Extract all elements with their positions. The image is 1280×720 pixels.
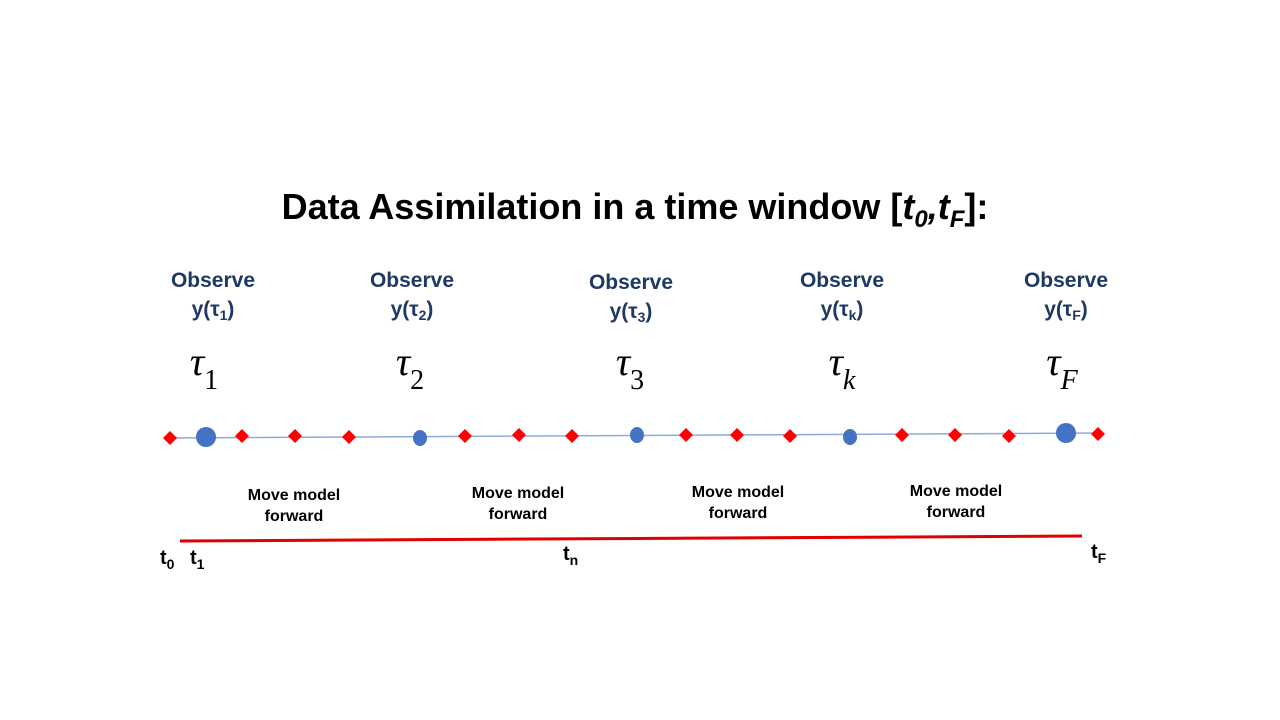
diagram-title: Data Assimilation in a time window [t0,t… [281, 186, 989, 233]
observation-marker-3 [630, 427, 644, 443]
model-step-marker [235, 429, 249, 443]
model-step-marker [512, 428, 526, 442]
time-window-line [179, 534, 1083, 543]
time-label-tf: tF [1091, 541, 1107, 566]
model-step-marker [679, 428, 693, 442]
model-step-marker [458, 429, 472, 443]
model-step-marker [730, 428, 744, 442]
observation-marker-f [1056, 423, 1076, 443]
time-label-tn: tn [563, 543, 579, 568]
tau-3-symbol: τ3 [615, 339, 645, 396]
model-step-marker [783, 429, 797, 443]
tau-1-symbol: τ1 [189, 339, 219, 396]
tau-f-symbol: τF [1046, 339, 1078, 396]
tau-2-symbol: τ2 [395, 339, 425, 396]
observe-label-f: Observe y(τF) [1023, 269, 1109, 323]
model-step-marker [288, 429, 302, 443]
model-step-marker [895, 428, 909, 442]
observe-label-2: Observe y(τ2) [369, 269, 455, 323]
observation-marker-1 [196, 427, 216, 447]
observe-label-k: Observe y(τk) [799, 269, 885, 323]
model-step-marker [163, 431, 177, 445]
observation-marker-k [843, 429, 857, 445]
model-step-marker [1091, 427, 1105, 441]
observe-label-3: Observe y(τ3) [588, 271, 674, 325]
model-step-marker [948, 428, 962, 442]
observation-marker-2 [413, 430, 427, 446]
model-step-marker [565, 429, 579, 443]
observe-label-1: Observe y(τ1) [170, 269, 256, 323]
time-label-t1: t1 [190, 547, 205, 572]
tau-k-symbol: τk [828, 339, 856, 396]
time-label-t0: t0 [160, 547, 175, 572]
model-step-marker [1002, 429, 1016, 443]
model-step-marker [342, 430, 356, 444]
